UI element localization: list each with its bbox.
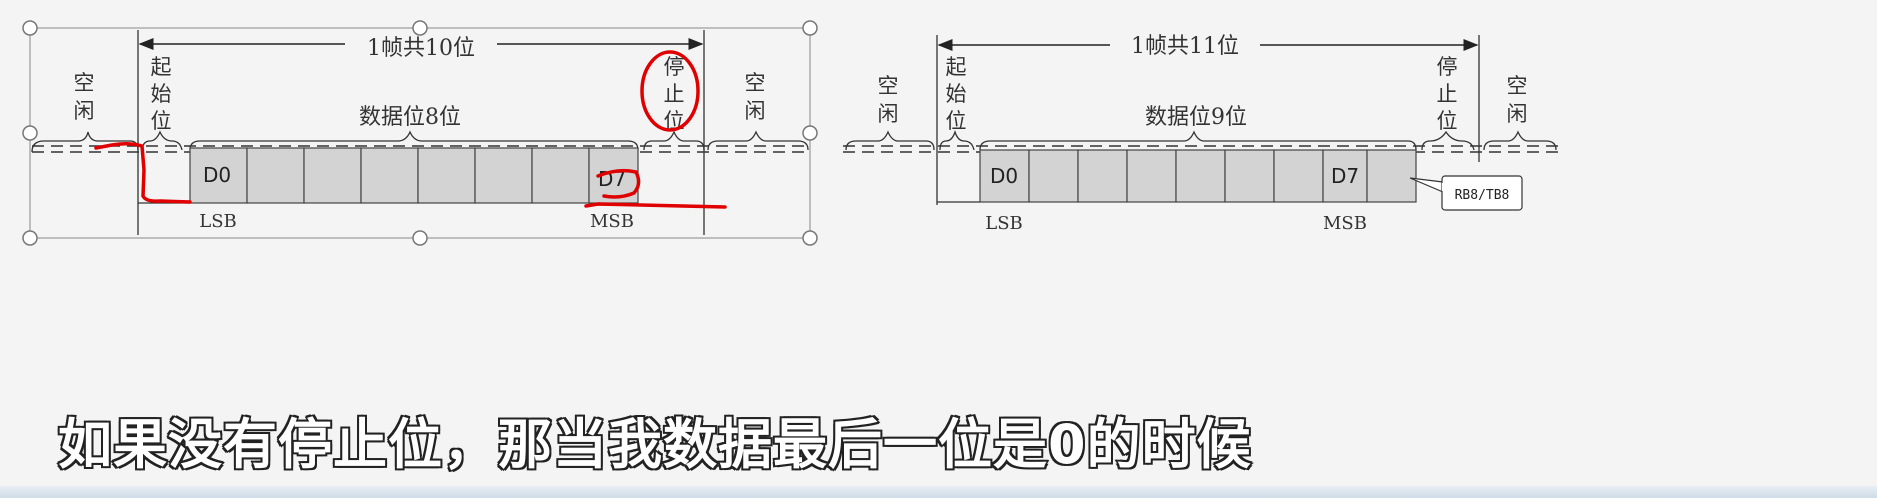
frame-length-label: 1帧共10位 (367, 36, 475, 61)
data-bits-label: 数据位9位 (1145, 105, 1247, 130)
svg-text:止: 止 (664, 82, 685, 106)
lsb-label: LSB (199, 211, 237, 232)
data-cell (1366, 149, 1417, 203)
svg-text:空: 空 (1507, 74, 1528, 98)
start-bit-label: 起 始 位 (946, 55, 967, 133)
data-cells (979, 149, 1417, 203)
data-cell (303, 147, 362, 204)
svg-text:停: 停 (1437, 55, 1458, 79)
idle-left-label: 空 闲 (878, 74, 899, 126)
svg-text:空: 空 (878, 74, 899, 98)
svg-text:位: 位 (946, 109, 967, 133)
data-cell (979, 149, 1030, 203)
msb-label: MSB (590, 211, 634, 232)
svg-text:闲: 闲 (878, 102, 899, 126)
start-bit-label: 起 始 位 (151, 55, 172, 133)
stop-bit-label: 停 止 位 (1437, 55, 1458, 133)
resize-handles[interactable] (22, 20, 818, 246)
frame-length-label: 1帧共11位 (1131, 34, 1239, 59)
svg-text:闲: 闲 (745, 99, 766, 123)
svg-text:闲: 闲 (1507, 102, 1528, 126)
data-cell (474, 147, 533, 204)
data-cell (531, 147, 590, 204)
svg-text:停: 停 (664, 55, 685, 79)
data-cell (1224, 149, 1275, 203)
svg-text:闲: 闲 (74, 99, 95, 123)
left-frame-diagram: 1帧共10位 空 闲 起 始 位 数据位8位 停 止 位 空 闲 (22, 20, 818, 246)
data-cell (1028, 149, 1079, 203)
data-cell (1273, 149, 1324, 203)
svg-text:起: 起 (946, 55, 967, 79)
svg-text:始: 始 (151, 82, 172, 106)
svg-text:始: 始 (946, 82, 967, 106)
cell-d0: D0 (990, 164, 1018, 188)
data-cells (189, 147, 639, 204)
right-frame-diagram: 1帧共11位 空 闲 起 始 位 数据位9位 停 止 位 空 闲 (843, 34, 1558, 234)
cell-d7: D7 (1331, 164, 1359, 188)
lsb-label: LSB (985, 213, 1023, 234)
svg-text:位: 位 (151, 109, 172, 133)
data-cell (360, 147, 419, 204)
svg-text:空: 空 (74, 71, 95, 95)
svg-text:位: 位 (1437, 109, 1458, 133)
video-subtitle: 如果没有停止位，那当我数据最后一位是0的时候 (57, 412, 1253, 478)
idle-right-label: 空 闲 (745, 71, 766, 123)
data-cell (189, 147, 248, 204)
bottom-strip (0, 486, 1877, 498)
svg-text:RB8/TB8: RB8/TB8 (1455, 188, 1510, 203)
idle-left-label: 空 闲 (74, 71, 95, 123)
cell-d0: D0 (203, 163, 231, 187)
rb8-tb8-callout: RB8/TB8 (1409, 175, 1523, 211)
data-cell (1126, 149, 1177, 203)
svg-text:止: 止 (1437, 82, 1458, 106)
stop-bit-label: 停 止 位 (664, 55, 685, 133)
idle-right-label: 空 闲 (1507, 74, 1528, 126)
data-cell (1175, 149, 1226, 203)
red-annotations (94, 50, 727, 209)
data-cell (417, 147, 476, 204)
data-bits-label: 数据位8位 (359, 105, 461, 130)
svg-text:起: 起 (151, 55, 172, 79)
data-cell (246, 147, 305, 204)
data-cell (1077, 149, 1128, 203)
msb-label: MSB (1323, 213, 1367, 234)
svg-text:空: 空 (745, 71, 766, 95)
